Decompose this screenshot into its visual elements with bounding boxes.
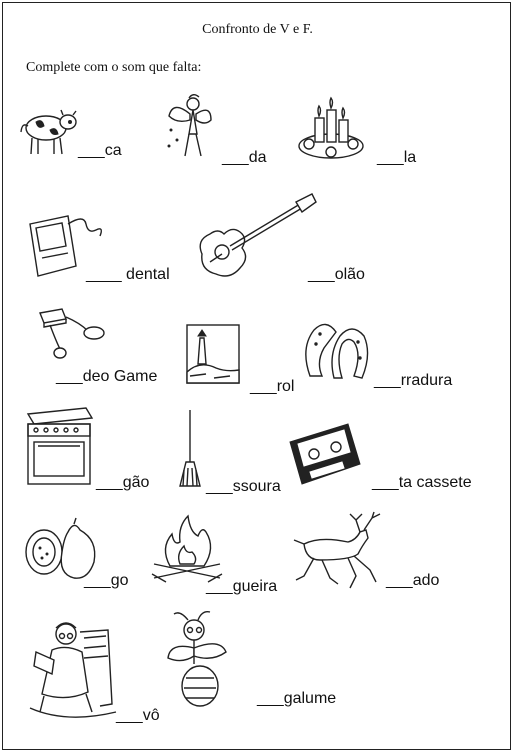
guitar-icon [192,192,320,284]
worksheet-title: Confronto de V e F. [202,22,313,37]
campfire-icon [150,512,224,584]
word-label: ___ta cassete [372,474,472,491]
word-label: ___ssoura [206,478,281,495]
candle-icon [295,96,367,162]
word-label: ___olão [308,266,365,283]
firefly-icon [164,608,240,718]
word-label: ___deo Game [56,368,158,385]
word-label: ___galume [257,690,337,707]
word-label: ____ dental [86,266,170,283]
lighthouse-icon [186,324,240,384]
worksheet-instruction: Complete com o som que falta: [26,60,202,75]
word-label: ___da [222,149,267,166]
cassette-tape-icon [288,422,362,488]
word-label: ___ado [386,572,440,589]
deer-icon [290,510,382,590]
word-label: ___vô [116,707,160,724]
fairy-icon [163,90,215,166]
stove-icon [22,404,96,486]
dental-floss-icon [24,210,106,282]
word-label: ___rradura [374,372,453,389]
word-label: ___rol [250,378,295,395]
word-label: ___gão [96,474,150,491]
word-label: ___ca [78,142,122,159]
word-label: ___gueira [206,578,278,595]
word-label: ___la [377,149,417,166]
cow-icon [18,100,82,160]
word-label: ___go [84,572,129,589]
grandmother-icon [26,616,118,724]
video-game-icon [36,303,112,361]
horseshoe-icon [300,318,372,386]
fig-icon [22,516,100,584]
broom-icon [178,408,202,488]
